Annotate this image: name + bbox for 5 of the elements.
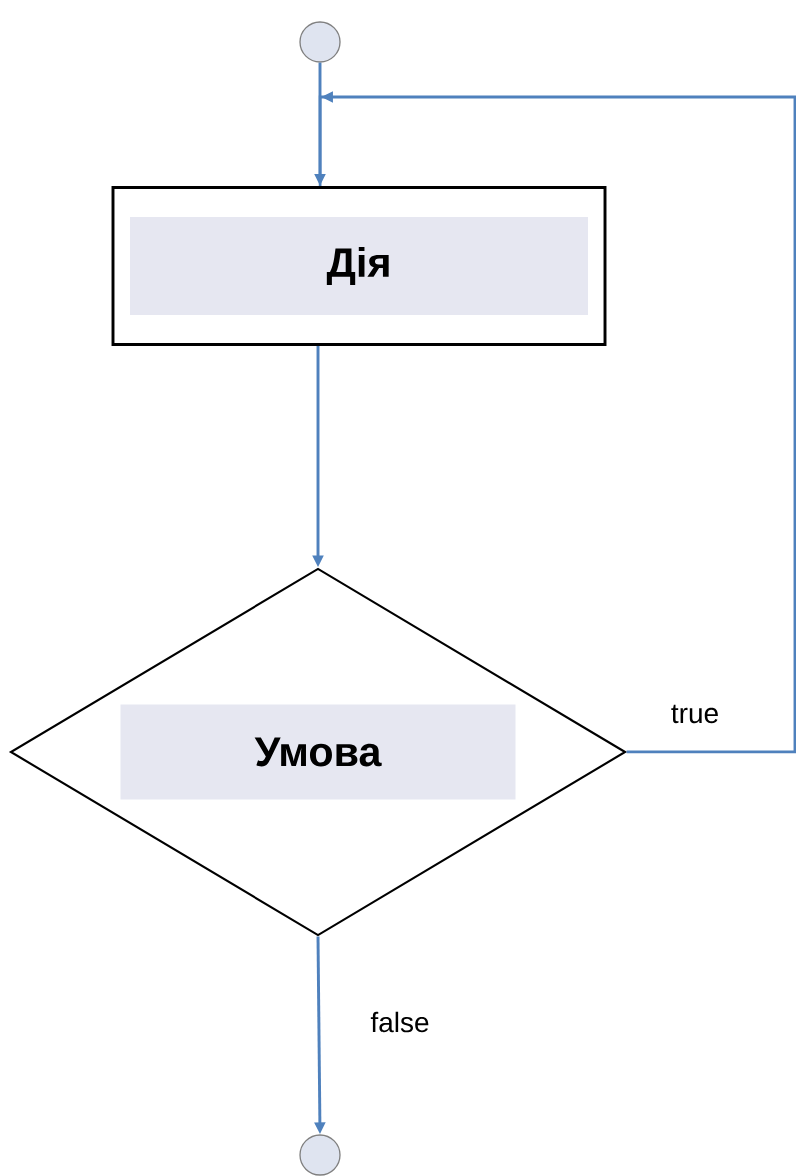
edge-label: false (369, 1010, 431, 1034)
terminal-circle (299, 1134, 341, 1176)
terminal-circle (299, 21, 341, 63)
edge-label: true (669, 703, 721, 725)
process-box: Дія (111, 186, 607, 346)
